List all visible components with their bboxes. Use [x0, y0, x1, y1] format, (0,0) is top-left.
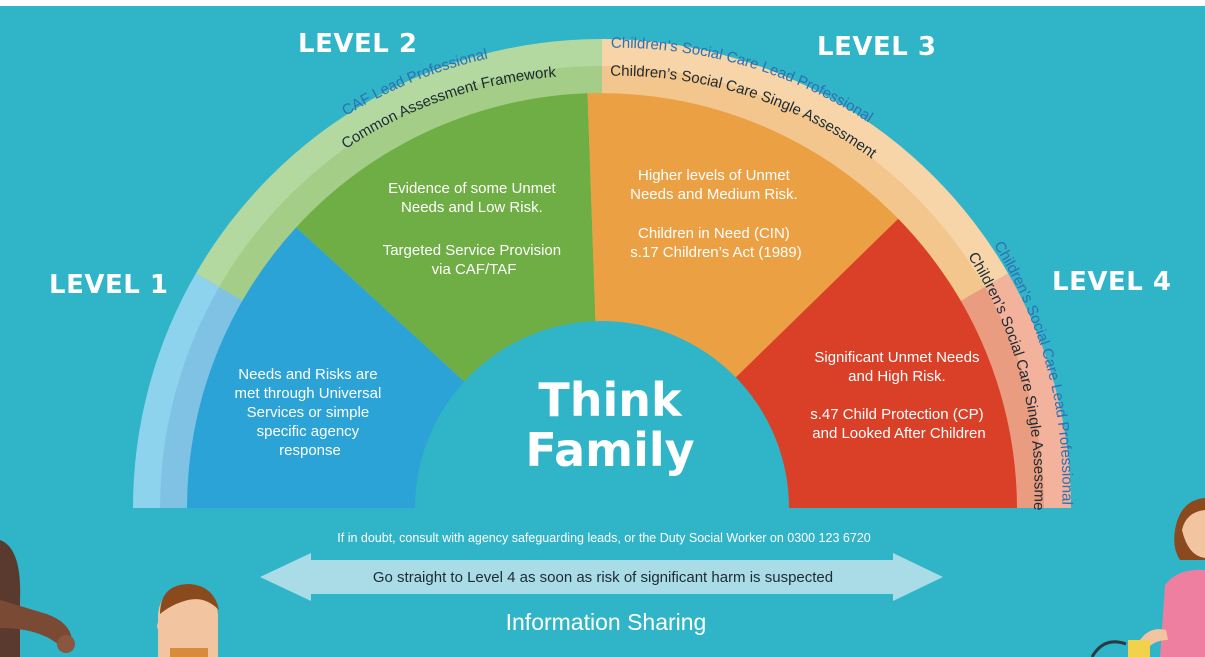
level1-line: Services or simple [247, 404, 370, 421]
double-arrow [260, 553, 943, 601]
level2-line: Needs and Low Risk. [401, 199, 543, 216]
level1-line: Needs and Risks are [238, 366, 377, 383]
center-hub [415, 321, 789, 508]
level2-line: via CAF/TAF [432, 261, 517, 278]
level3-line: Children in Need (CIN) [638, 225, 790, 242]
information-sharing-title: Information Sharing [506, 609, 707, 635]
top-edge [0, 0, 1205, 6]
person-illustration-left [0, 540, 75, 657]
level4-description: Significant Unmet Needs and High Risk. s… [810, 349, 988, 442]
level1-line: specific agency [257, 423, 360, 440]
center-title-line2: Family [525, 423, 694, 477]
child-illustration [157, 584, 219, 657]
level3-line: Higher levels of Unmet [638, 167, 791, 184]
level3-line: s.17 Children’s Act (1989) [630, 244, 801, 261]
level2-heading: LEVEL 2 [298, 29, 417, 59]
person-illustration-right [1090, 498, 1205, 657]
level3-heading: LEVEL 3 [817, 32, 936, 62]
doubt-note: If in doubt, consult with agency safegua… [337, 531, 870, 545]
level1-line: response [279, 442, 341, 459]
level4-line: and Looked After Children [812, 425, 985, 442]
level2-line: Targeted Service Provision [383, 242, 561, 259]
center-title-line1: Think [538, 373, 683, 427]
level4-line: Significant Unmet Needs [814, 349, 979, 366]
level1-line: met through Universal [235, 385, 382, 402]
arrow-text: Go straight to Level 4 as soon as risk o… [373, 569, 833, 586]
level1-heading: LEVEL 1 [49, 270, 168, 300]
level2-description: Evidence of some Unmet Needs and Low Ris… [383, 180, 566, 278]
level4-line: s.47 Child Protection (CP) [810, 406, 983, 423]
level4-line: and High Risk. [848, 368, 946, 385]
level1-description: Needs and Risks are met through Universa… [235, 366, 386, 459]
level2-line: Evidence of some Unmet [388, 180, 556, 197]
level3-line: Needs and Medium Risk. [630, 186, 798, 203]
level4-heading: LEVEL 4 [1052, 267, 1171, 297]
level3-description: Higher levels of Unmet Needs and Medium … [630, 167, 802, 261]
